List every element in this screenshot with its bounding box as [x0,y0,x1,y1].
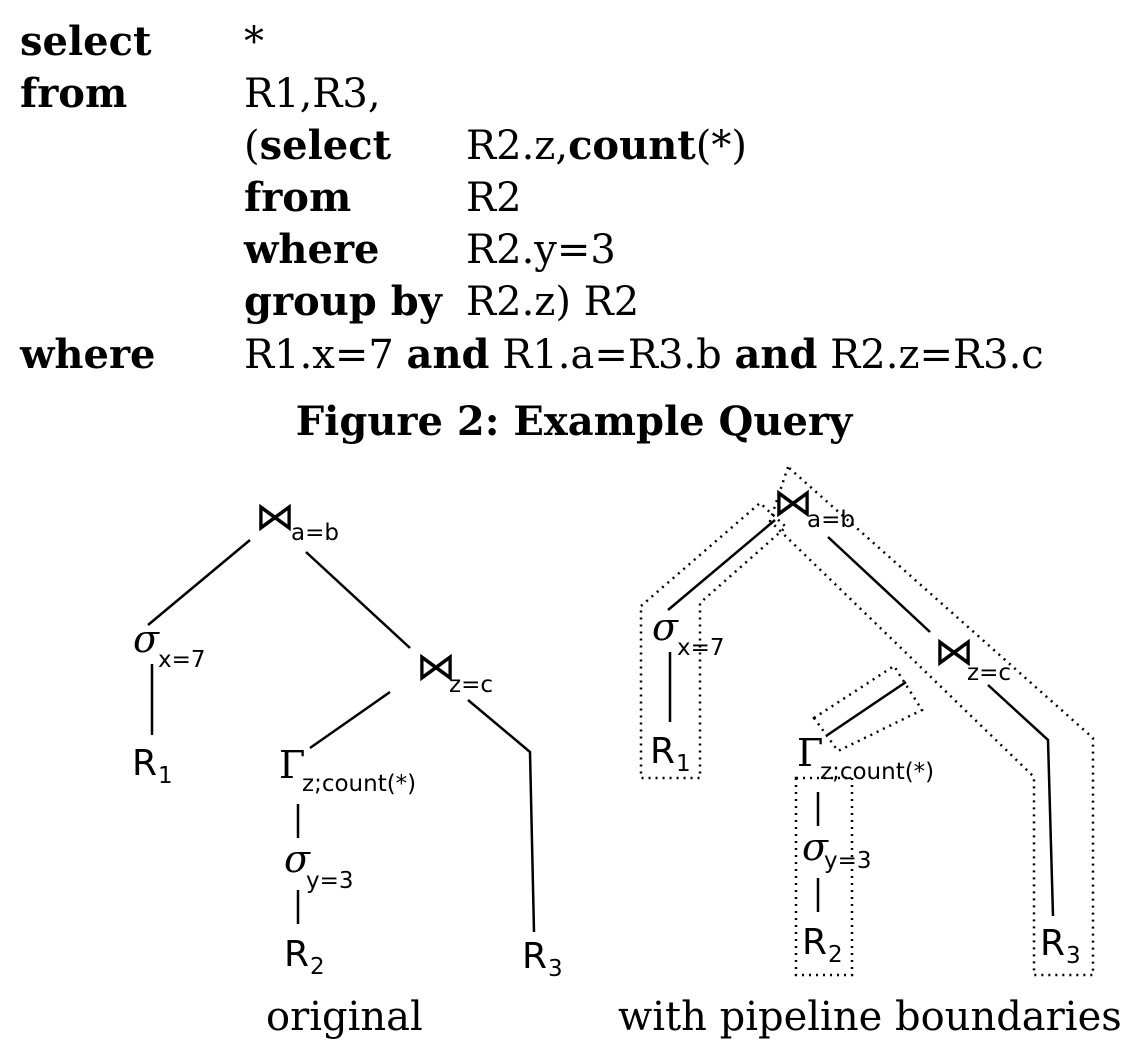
subquery-open-paren: ( [244,123,260,169]
subquery-from-value: R2 [466,175,522,221]
subquery-where-line: where [244,224,380,276]
pipeline-boundary-bottom [794,776,854,977]
r2-subscript: 2 [828,942,843,968]
subquery-from-keyword: from [244,174,352,221]
group-by-keyword: group by [244,278,442,325]
edge-join1-join2 [305,551,411,649]
join-icon: ⋈ [934,629,974,675]
select-keyword: select [20,18,152,65]
where-condition-2: R1.a=R3.b [502,332,722,378]
pipeline-tree-caption: with pipeline boundaries [618,994,1122,1040]
join2-predicate: z=c [449,672,493,698]
query-select-line: select [20,16,151,68]
join1-predicate: a=b [807,507,855,533]
figure-caption: Figure 2: Example Query [295,398,853,445]
from-keyword: from [20,70,128,117]
query-from-value: R1,R3, [244,71,381,117]
r3-subscript: 3 [548,956,563,982]
r1-letter: R [132,743,157,784]
and-keyword-2: and [734,331,818,378]
query-where-conditions: R1.x=7 and R1.a=R3.b and R2.z=R3.c [244,329,1044,381]
edge-join2-group [825,680,907,738]
subquery-group-value: R2.z) R2 [466,279,640,325]
r2-letter: R [802,922,827,963]
sel1-predicate: x=7 [677,635,725,661]
r3-subscript: 3 [1066,943,1081,969]
pipeline-tree [667,519,1055,917]
r3-letter: R [522,936,547,977]
selection-icon: σ [133,617,160,661]
subquery-select-keyword-line: (select [244,120,391,172]
edge-join2-r3 [467,699,536,933]
r2-letter: R [284,934,309,975]
sel2-predicate: y=3 [824,848,872,874]
pipeline-tree-labels: ⋈ a=b σ x=7 R 1 ⋈ z=c Γ z;count(*) σ y=3… [650,480,1081,969]
edge-join2-r3 [987,684,1055,917]
query-select-value: * [244,19,264,65]
and-keyword-1: and [406,331,490,378]
selection-icon: σ [652,605,679,649]
edge-join1-join2 [827,536,931,633]
group-aggregate: z;count(*) [302,771,416,797]
edge-join2-group [309,690,391,750]
selection-icon: σ [802,825,829,869]
group-aggregate: z;count(*) [820,759,934,785]
join-icon: ⋈ [255,494,295,540]
original-tree-labels: ⋈ a=b σ x=7 R 1 ⋈ z=c Γ z;count(*) σ y=3… [132,494,563,982]
edge-join1-sel1 [147,539,251,626]
subquery-select-value: R2.z,count(*) [466,120,747,172]
join1-predicate: a=b [291,520,339,546]
count-keyword: count [568,122,696,169]
subquery-select-column: R2.z, [466,123,569,169]
pipeline-boundary-group [812,664,924,753]
pipeline-boundaries [639,464,1095,977]
query-where-line: where [20,329,156,381]
selection-icon: σ [284,837,311,881]
subquery-where-keyword: where [244,226,380,273]
query-from-line: from [20,68,127,120]
where-condition-1: R1.x=7 [244,332,394,378]
r1-subscript: 1 [676,751,691,777]
join-icon: ⋈ [416,644,456,690]
where-keyword: where [20,331,156,378]
sel2-predicate: y=3 [306,868,354,894]
where-condition-3: R2.z=R3.c [830,332,1044,378]
subquery-group-line: group by [244,276,442,328]
group-icon: Γ [279,743,305,787]
join-icon: ⋈ [773,480,813,526]
join2-predicate: z=c [967,660,1011,686]
subquery-where-value: R2.y=3 [466,227,616,273]
subquery-select-keyword: select [259,122,392,169]
r1-subscript: 1 [158,763,173,789]
group-icon: Γ [797,731,823,775]
count-args: (*) [695,123,747,169]
subquery-from-line: from [244,172,351,224]
original-tree-caption: original [266,994,423,1040]
edge-join1-sel1 [667,519,776,611]
original-tree [147,539,536,933]
r3-letter: R [1040,923,1065,964]
sel1-predicate: x=7 [158,647,206,673]
r2-subscript: 2 [310,954,325,980]
r1-letter: R [650,731,675,772]
pipeline-boundary-right [768,464,1095,977]
